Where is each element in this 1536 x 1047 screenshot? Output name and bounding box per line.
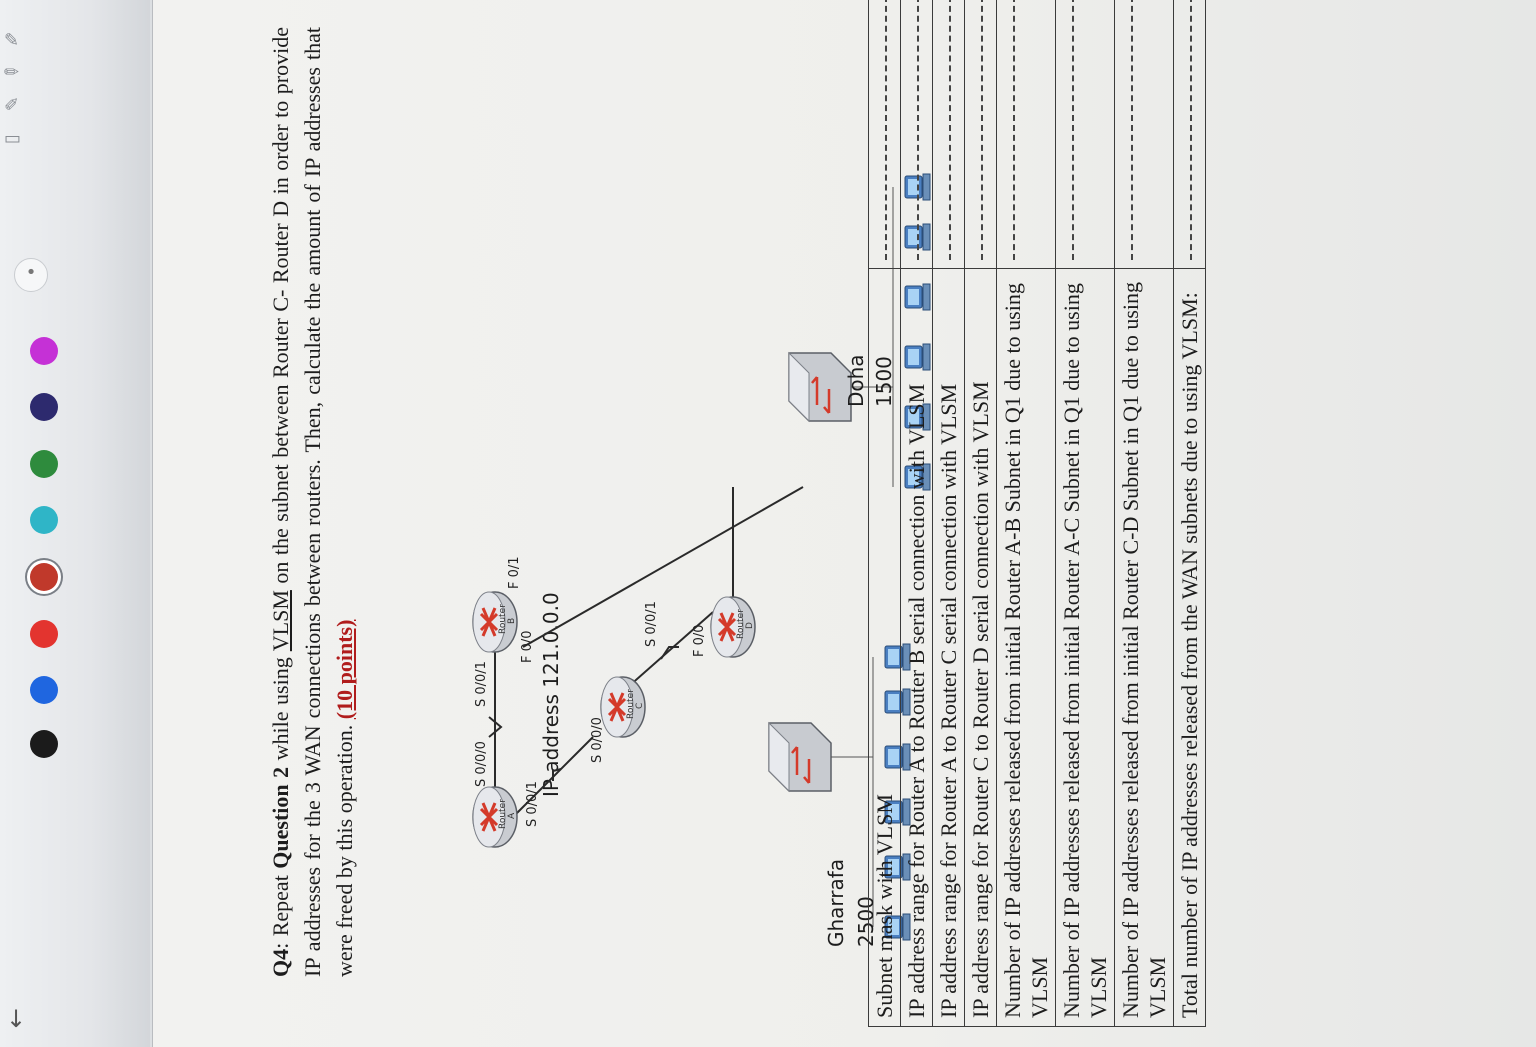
more-icon[interactable]: •	[14, 258, 48, 292]
row-question: IP address range for Router A to Router …	[900, 268, 933, 1027]
color-green-button[interactable]	[30, 450, 58, 478]
label-d-f00: F 0/0	[692, 624, 707, 657]
router-d: Router D	[709, 595, 757, 659]
link-c-d	[627, 611, 714, 688]
label-a-s001: S 0/0/1	[525, 781, 540, 827]
question-part-1: : Repeat	[268, 868, 293, 949]
question-label: Q4	[268, 948, 293, 977]
row-question: Number of IP addresses released from ini…	[1114, 268, 1174, 1027]
answer-blank[interactable]	[1173, 0, 1206, 269]
eraser-icon[interactable]: ▭	[4, 128, 22, 149]
serial-zigzag-cd	[660, 646, 679, 660]
table-row: Number of IP addresses released from ini…	[1114, 0, 1174, 1027]
answer-blank[interactable]	[868, 0, 901, 269]
color-darkred-button-selected[interactable]	[30, 563, 58, 591]
answer-blank[interactable]	[1114, 0, 1174, 269]
table-row: IP address range for Router C to Router …	[964, 0, 997, 1027]
label-b-f00: F 0/0	[520, 630, 535, 663]
row-question: Number of IP addresses released from ini…	[996, 268, 1056, 1027]
color-blue-button[interactable]	[30, 676, 58, 704]
router-a: Router A	[471, 785, 519, 849]
label-b-s001: S 0/0/1	[474, 661, 489, 707]
row-question: Number of IP addresses released from ini…	[1055, 268, 1115, 1027]
site-right-name: Doha	[844, 354, 868, 407]
back-arrow-icon[interactable]: ↓	[6, 1005, 27, 1033]
answer-blank[interactable]	[932, 0, 965, 269]
color-teal-button[interactable]	[30, 506, 58, 534]
pen-icon[interactable]: ✎	[4, 30, 20, 51]
site-right-hosts: 1500	[872, 356, 896, 407]
marker-icon[interactable]: ✐	[4, 95, 20, 116]
question-text: Q4: Repeat Question 2 while using VLSM o…	[265, 27, 361, 977]
table-row: Number of IP addresses released from ini…	[1055, 0, 1115, 1027]
link-b-right-switch	[522, 486, 804, 648]
router-c-label: Router	[626, 689, 636, 719]
pencil-icon[interactable]: ✏	[4, 62, 20, 83]
row-question: IP address range for Router C to Router …	[964, 268, 997, 1027]
row-question: IP address range for Router A to Router …	[932, 268, 965, 1027]
router-a-label: Router	[498, 799, 508, 829]
ip-address-title: IP address 121.0.0.0	[539, 592, 563, 797]
table-row: Total number of IP addresses released fr…	[1173, 0, 1206, 1027]
vlsm-answer-table: Subnet mask with VLSM IP address range f…	[868, 0, 1206, 1027]
color-magenta-button[interactable]	[30, 337, 58, 365]
color-red-button[interactable]	[30, 620, 58, 648]
site-left-hosts: 2500	[854, 896, 878, 947]
document-page: Q4: Repeat Question 2 while using VLSM o…	[152, 0, 1536, 1047]
table-row: Subnet mask with VLSM	[868, 0, 901, 1027]
annotation-toolbar: ✎ ✏ ✐ ▭ • ↓	[0, 0, 150, 1047]
serial-zigzag-ab	[488, 716, 503, 738]
table-row: IP address range for Router A to Router …	[932, 0, 965, 1027]
label-a-s000: S 0/0/0	[474, 741, 489, 787]
router-d-letter: D	[745, 622, 755, 629]
answer-blank[interactable]	[964, 0, 997, 269]
router-b: Router B	[471, 590, 519, 654]
question-part-2: while using	[268, 651, 293, 767]
serial-zigzag-ac	[552, 768, 562, 781]
row-question: Total number of IP addresses released fr…	[1173, 268, 1206, 1027]
site-left-name: Gharrafa	[824, 859, 848, 947]
switch-right	[787, 351, 853, 423]
question-reference: Question 2	[268, 766, 293, 869]
router-d-label: Router	[736, 609, 746, 639]
label-c-s001: S 0/0/1	[644, 601, 659, 647]
table-row: Number of IP addresses released from ini…	[996, 0, 1056, 1027]
color-black-button[interactable]	[30, 730, 58, 758]
row-question: Subnet mask with VLSM	[868, 268, 901, 1027]
network-diagram: IP address 121.0.0.0 Router A Router B	[471, 173, 931, 947]
answer-blank[interactable]	[900, 0, 933, 269]
answer-blank[interactable]	[1055, 0, 1115, 269]
table-row: IP address range for Router A to Router …	[900, 0, 933, 1027]
answer-blank[interactable]	[996, 0, 1056, 269]
router-a-letter: A	[507, 812, 517, 819]
switch-left	[767, 721, 833, 793]
router-c-letter: C	[635, 703, 645, 709]
points-label: (10 points)	[332, 619, 357, 720]
label-b-f01: F 0/1	[507, 556, 522, 589]
label-c-s000: S 0/0/0	[590, 717, 605, 763]
router-b-letter: B	[507, 618, 517, 624]
color-indigo-button[interactable]	[30, 393, 58, 421]
rotated-document: Q4: Repeat Question 2 while using VLSM o…	[153, 0, 1536, 1047]
router-b-label: Router	[498, 604, 508, 634]
router-c: Router C	[599, 675, 647, 739]
question-method: VLSM	[268, 590, 293, 652]
